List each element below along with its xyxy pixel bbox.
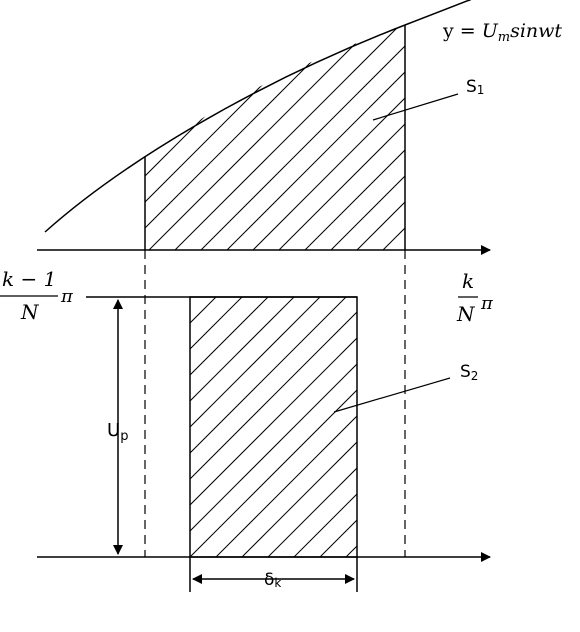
hatch-line-s1 [330,25,405,250]
hatched-area-s1 [145,25,405,250]
hatch-line-s2 [215,415,357,557]
hatch-line-s2 [190,297,269,376]
hatch-line-s1 [252,25,405,250]
equation-label: y = Umsinwt [442,20,562,45]
hatch-line-s2 [190,363,357,532]
hatch-line-s2 [190,297,347,454]
up-label: Up [107,420,128,444]
hatched-area-s2 [190,297,357,557]
hatch-line-s2 [190,337,357,506]
hatch-line-s2 [345,545,357,557]
hatch-line-s2 [190,297,321,428]
fraction-left: k − 1 N π [0,267,74,324]
hatch-line-s1 [148,25,380,250]
s1-leader [372,93,459,121]
s2-leader [333,377,451,413]
hatch-line-s1 [382,25,405,250]
hatch-line-s1 [278,25,405,250]
hatch-line-s1 [226,25,405,250]
hatch-line-s1 [145,25,250,250]
hatch-line-s2 [190,389,357,557]
pulse-rectangle [189,296,358,558]
delta-k-label: δk [264,570,281,590]
fraction-left-numerator: k − 1 [2,267,56,291]
fraction-left-pi: π [60,286,74,307]
hatch-line-s1 [200,25,405,250]
hatch-line-s1 [145,25,302,250]
fraction-left-denominator: N [20,300,40,324]
s2-label: S2 [460,362,478,383]
hatch-line-s2 [190,297,295,402]
s1-label: S1 [466,77,484,97]
hatch-line-s1 [356,25,405,250]
hatch-line-s2 [319,519,357,557]
hatch-line-s1 [145,25,354,250]
hatch-line-s1 [145,25,146,250]
hatch-line-s2 [190,297,243,350]
fraction-right: k N π [456,269,494,326]
hatch-line-s1 [145,25,276,250]
hatch-line-s1 [145,25,198,250]
hatch-line-s2 [241,441,357,557]
hatch-line-s2 [190,297,191,298]
hatch-line-s1 [145,25,224,250]
fraction-right-denominator: N [456,302,476,326]
hatch-line-s2 [293,493,357,557]
hatch-line-s2 [190,311,357,480]
hatch-line-s1 [174,25,405,250]
hatch-line-s1 [304,25,405,250]
fraction-right-numerator: k [462,269,474,293]
fraction-right-pi: π [480,293,494,314]
hatch-line-s2 [267,467,357,557]
hatch-line-s1 [145,25,328,250]
sine-curve [44,0,472,233]
